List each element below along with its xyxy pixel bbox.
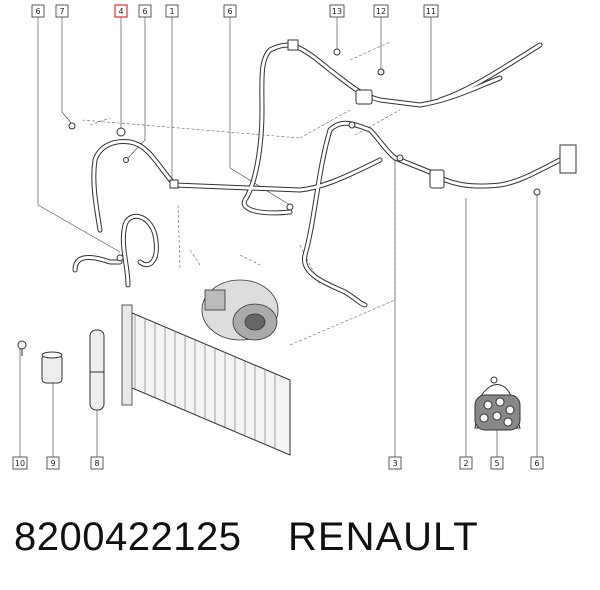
fitting-11 [355,89,373,105]
clip-right [348,121,356,129]
clip-1 [169,179,179,189]
expansion-valve [559,144,577,174]
svg-text:10: 10 [15,459,25,468]
callout-8[interactable]: 8 [90,456,104,470]
condenser [121,304,291,456]
pipes [72,42,563,308]
o-ring-3 [396,154,404,162]
callout-3[interactable]: 3 [388,456,402,470]
fittings [68,39,577,262]
bolt-6 [286,203,294,211]
svg-text:13: 13 [332,7,342,16]
receiver-drier [89,329,105,411]
svg-text:6: 6 [534,459,539,468]
svg-text:6: 6 [142,7,147,16]
callout-6-b[interactable]: 6 [138,4,152,18]
brand-name: RENAULT [288,515,479,559]
svg-text:5: 5 [494,459,499,468]
svg-text:7: 7 [59,7,64,16]
compressor [201,279,279,341]
leader-lines [19,17,538,460]
screw-10 [17,340,27,356]
callout-6-a[interactable]: 6 [31,4,45,18]
callout-12[interactable]: 12 [373,4,389,18]
callout-7[interactable]: 7 [55,4,69,18]
bolt-7 [68,122,76,130]
callout-11[interactable]: 11 [423,4,439,18]
fitting-2 [429,169,445,189]
svg-text:6: 6 [227,7,232,16]
svg-text:9: 9 [50,459,55,468]
callouts-bottom: 10 9 8 3 2 5 6 [12,456,544,470]
valve-cap [123,157,129,163]
part-number: 8200422125 [14,515,242,559]
callout-5[interactable]: 5 [490,456,504,470]
filter-element [41,351,63,384]
svg-text:8: 8 [94,459,99,468]
bolt-12 [377,68,385,76]
bracket-13 [287,39,299,51]
o-ring-4 [116,127,126,137]
svg-text:4: 4 [118,7,123,16]
svg-text:12: 12 [376,7,386,16]
callout-2[interactable]: 2 [459,456,473,470]
callout-1[interactable]: 1 [165,4,179,18]
bolt-6c [533,188,541,196]
callout-4-highlighted[interactable]: 4 [114,4,128,18]
callout-6-c[interactable]: 6 [223,4,237,18]
parts-diagram: 6 7 4 6 1 6 13 12 [12,4,577,470]
svg-text:2: 2 [463,459,468,468]
bolt-6b [116,254,124,262]
bolt-13 [333,48,341,56]
svg-text:3: 3 [392,459,397,468]
svg-text:6: 6 [35,7,40,16]
callout-9[interactable]: 9 [46,456,60,470]
svg-text:11: 11 [426,7,436,16]
callouts-top: 6 7 4 6 1 6 13 12 [31,4,439,18]
callout-13[interactable]: 13 [329,4,345,18]
callout-6-d[interactable]: 6 [530,456,544,470]
o-ring-kit [474,376,521,431]
callout-10[interactable]: 10 [12,456,28,470]
svg-text:1: 1 [169,7,174,16]
